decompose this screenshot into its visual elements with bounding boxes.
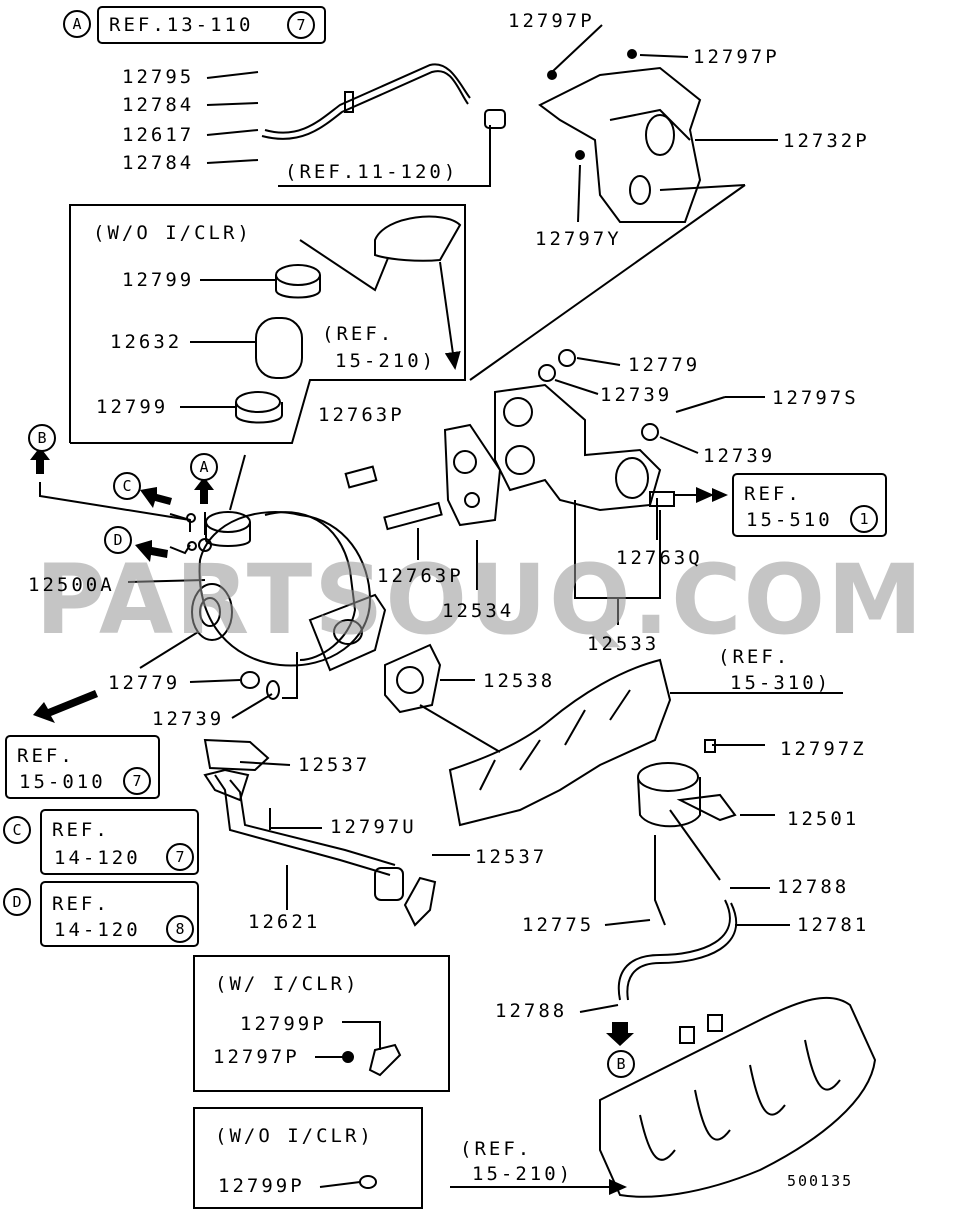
callout-d[interactable]: D: [104, 526, 132, 554]
ref-15-310-line2[interactable]: 15-310): [730, 672, 832, 694]
ref-14-120-d-line1: REF.: [52, 893, 110, 915]
part-12538[interactable]: 12538: [483, 670, 556, 692]
ref-13-110-label: REF.13-110: [109, 14, 254, 36]
ref-14-120-c-line2: 14-120: [54, 847, 141, 869]
callout-a[interactable]: A: [190, 453, 218, 481]
callout-d-ref[interactable]: D: [3, 888, 31, 916]
callout-b-bottom[interactable]: B: [607, 1050, 635, 1078]
group-w-iclr-box: (W/ I/CLR): [193, 955, 450, 1092]
part-12784-b[interactable]: 12784: [122, 152, 195, 174]
part-12797y[interactable]: 12797Y: [535, 228, 622, 250]
part-12784-a[interactable]: 12784: [122, 94, 195, 116]
ref-14-120-d-box[interactable]: REF. 14-120 8: [40, 881, 199, 947]
part-12739-b[interactable]: 12739: [703, 445, 776, 467]
group-wo-iclr-bottom-box: (W/O I/CLR): [193, 1107, 423, 1209]
ref-14-120-c-line1: REF.: [52, 819, 110, 841]
ref-14-120-c-box[interactable]: REF. 14-120 7: [40, 809, 199, 875]
part-12797p-b[interactable]: 12797P: [213, 1046, 300, 1068]
callout-c[interactable]: C: [113, 472, 141, 500]
part-12537-b[interactable]: 12537: [475, 846, 548, 868]
callout-c-ref[interactable]: C: [3, 816, 31, 844]
part-12533[interactable]: 12533: [587, 633, 660, 655]
part-12763q[interactable]: 12763Q: [616, 547, 703, 569]
part-12632[interactable]: 12632: [110, 331, 183, 353]
ref-15-510-line1: REF.: [744, 483, 802, 505]
part-12788-a[interactable]: 12788: [777, 876, 850, 898]
callout-a-ref[interactable]: A: [63, 10, 91, 38]
group-wo-iclr-top-label: (W/O I/CLR): [93, 222, 252, 244]
ref-15-010-box[interactable]: REF. 15-010 7: [5, 735, 160, 799]
part-12739-c[interactable]: 12739: [152, 708, 225, 730]
ref-15-210-top-line2[interactable]: 15-210): [335, 350, 437, 372]
part-12763p-a[interactable]: 12763P: [318, 404, 405, 426]
ref-13-110-circle: 7: [287, 11, 315, 39]
ref-15-010-line1: REF.: [17, 745, 75, 767]
diagram-code: 500135: [787, 1172, 854, 1190]
part-12797p-top[interactable]: 12797P: [508, 10, 595, 32]
ref-11-120-label[interactable]: (REF.11-120): [285, 161, 459, 183]
ref-14-120-d-circle: 8: [166, 915, 194, 943]
part-12799p-a[interactable]: 12799P: [240, 1013, 327, 1035]
ref-15-010-line2: 15-010: [19, 771, 106, 793]
part-12797u[interactable]: 12797U: [330, 816, 417, 838]
part-12617[interactable]: 12617: [122, 124, 195, 146]
group-wo-iclr-bottom-label: (W/O I/CLR): [215, 1125, 374, 1147]
ref-15-210-bottom-line2[interactable]: 15-210): [472, 1163, 574, 1185]
callout-b[interactable]: B: [28, 424, 56, 452]
ref-13-110-box[interactable]: REF.13-110 7: [97, 6, 326, 44]
part-12799-b[interactable]: 12799: [96, 396, 169, 418]
part-12732p[interactable]: 12732P: [783, 130, 870, 152]
part-12797s[interactable]: 12797S: [772, 387, 859, 409]
ref-15-510-circle: 1: [850, 505, 878, 533]
watermark: PARTSOUQ.COM: [35, 544, 925, 656]
ref-14-120-c-circle: 7: [166, 843, 194, 871]
part-12781[interactable]: 12781: [797, 914, 870, 936]
part-12788-b[interactable]: 12788: [495, 1000, 568, 1022]
part-12537-a[interactable]: 12537: [298, 754, 371, 776]
part-12779-b[interactable]: 12779: [108, 672, 181, 694]
group-w-iclr-label: (W/ I/CLR): [215, 973, 360, 995]
part-12799-a[interactable]: 12799: [122, 269, 195, 291]
part-12797p-right[interactable]: 12797P: [693, 46, 780, 68]
part-12500a[interactable]: 12500A: [28, 574, 115, 596]
ref-15-210-top-line1[interactable]: (REF.: [322, 323, 395, 345]
part-12779-a[interactable]: 12779: [628, 354, 701, 376]
ref-15-210-bottom-line1[interactable]: (REF.: [460, 1138, 533, 1160]
ref-15-310-line1[interactable]: (REF.: [718, 646, 791, 668]
part-12775[interactable]: 12775: [522, 914, 595, 936]
part-12739-a[interactable]: 12739: [600, 384, 673, 406]
part-12763p-b[interactable]: 12763P: [377, 565, 464, 587]
ref-15-510-line2: 15-510: [746, 509, 833, 531]
ref-15-510-box[interactable]: REF. 15-510 1: [732, 473, 887, 537]
ref-15-010-circle: 7: [123, 767, 151, 795]
part-12501[interactable]: 12501: [787, 808, 860, 830]
part-12797z[interactable]: 12797Z: [780, 738, 867, 760]
part-12795[interactable]: 12795: [122, 66, 195, 88]
part-12799p-b[interactable]: 12799P: [218, 1175, 305, 1197]
part-12621[interactable]: 12621: [248, 911, 321, 933]
part-12534[interactable]: 12534: [442, 600, 515, 622]
ref-14-120-d-line2: 14-120: [54, 919, 141, 941]
